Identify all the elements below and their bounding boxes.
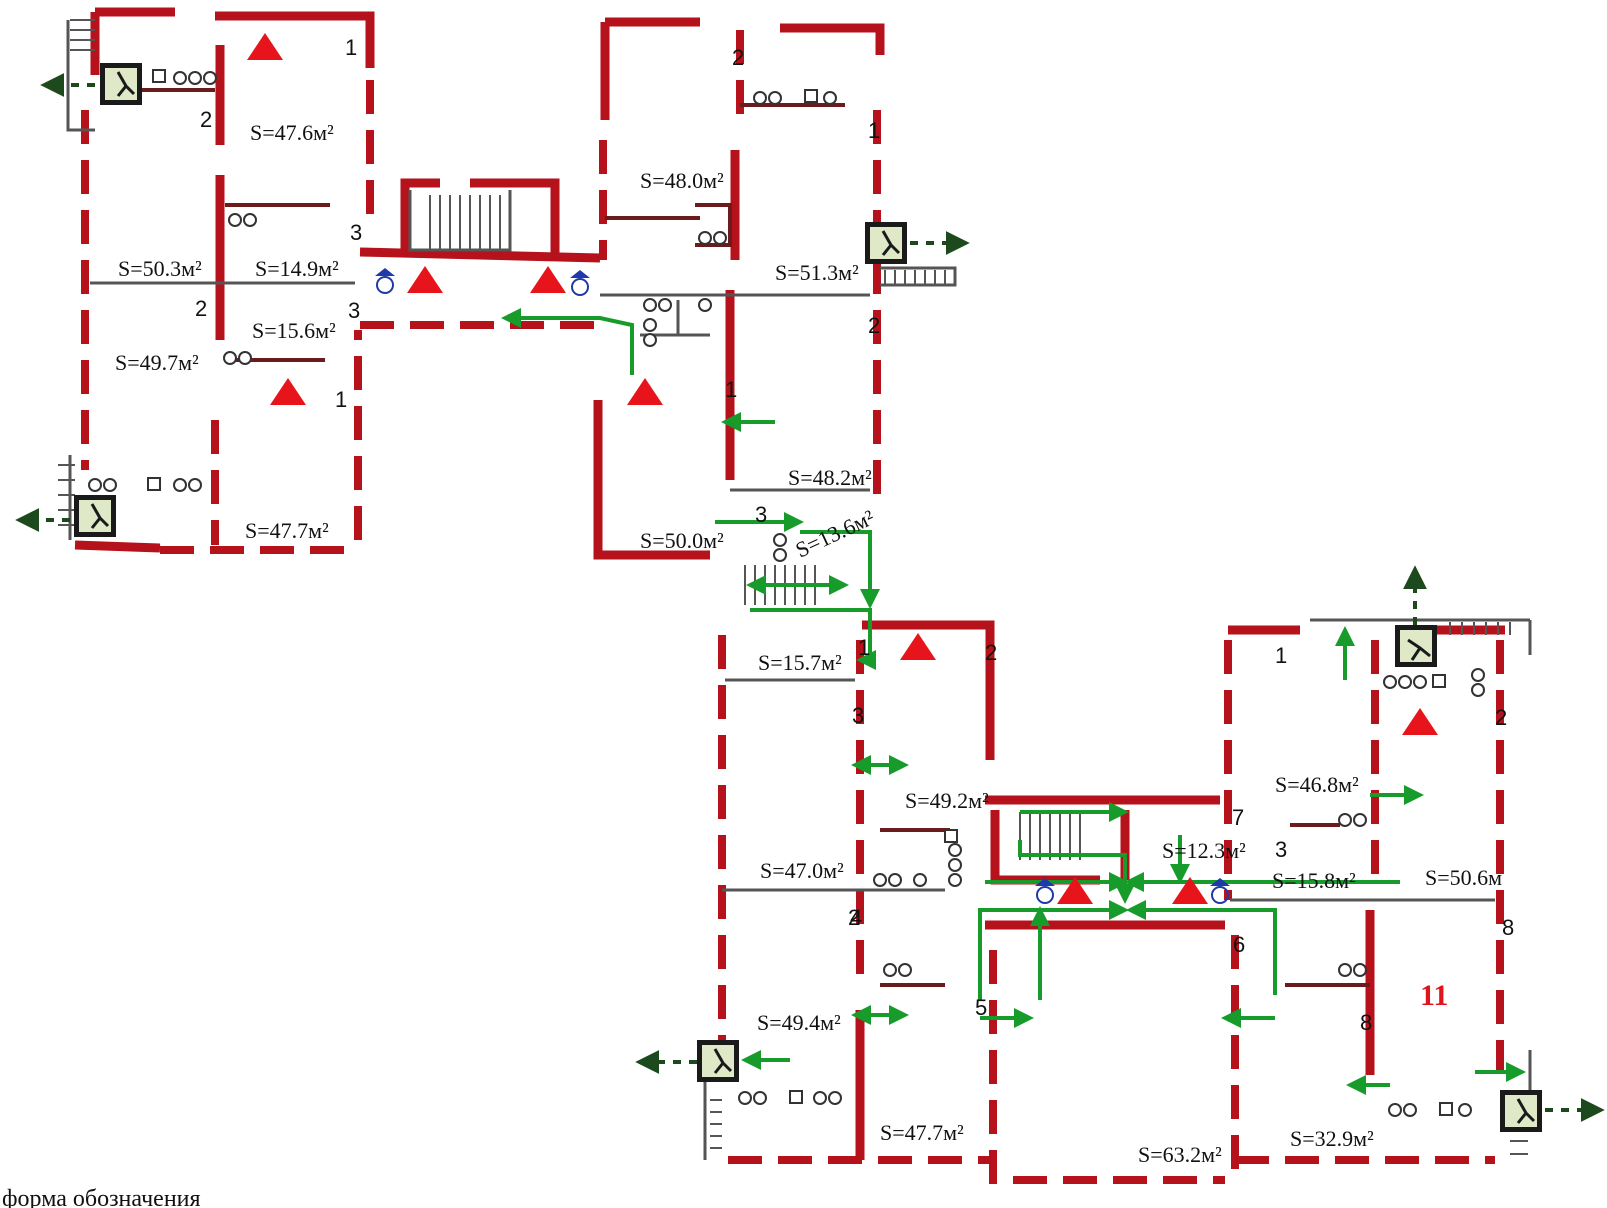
room-area: S=51.3м²	[775, 260, 859, 285]
exit-direction-arrows	[15, 73, 1605, 1122]
room-number: 1	[345, 35, 357, 60]
room-area: S=47.0м²	[760, 858, 844, 883]
room-area: S=15.8м²	[1272, 868, 1356, 893]
south-stairs	[710, 622, 1528, 1155]
room-number: 3	[348, 298, 360, 323]
evacuation-routes	[501, 308, 1526, 1095]
room-area: S=46.8м²	[1275, 772, 1359, 797]
room-area: S=50.3м²	[118, 256, 202, 281]
room-number: 2	[985, 640, 997, 665]
toilet-fixture-icon	[88, 69, 1485, 1117]
room-area: S=50.0м²	[640, 528, 724, 553]
room-number: 2	[1495, 705, 1507, 730]
room-number: 1	[858, 635, 870, 660]
room-number: 1	[1275, 643, 1287, 668]
room-area: S=47.7м²	[880, 1120, 964, 1145]
room-number: 1	[725, 377, 737, 402]
connector-stair	[429, 195, 501, 250]
room-number: 3	[350, 220, 362, 245]
room-number: 3	[755, 502, 767, 527]
caption: форма обозначения	[2, 1186, 201, 1208]
room-area: S=50.6м	[1425, 865, 1502, 890]
room-number: 3	[1275, 837, 1287, 862]
room-area: S=15.7м²	[758, 650, 842, 675]
highlight-label: 11	[1420, 979, 1448, 1012]
room-number: 3	[852, 703, 864, 728]
room-number: 5	[975, 995, 987, 1020]
fire-hydrant-icon	[375, 268, 1230, 904]
room-area: S=49.4м²	[757, 1010, 841, 1035]
room-area: S=12.3м²	[1162, 838, 1246, 863]
room-number: 7	[1232, 805, 1244, 830]
room-area: S=49.7м²	[115, 350, 199, 375]
room-number: 1	[868, 118, 880, 143]
room-area: S=48.0м²	[640, 168, 724, 193]
room-area: S=14.9м²	[255, 256, 339, 281]
room-area: S=47.6м²	[250, 120, 334, 145]
room-number: 8	[1502, 915, 1514, 940]
south-block-walls	[703, 618, 1532, 1184]
room-number: 2	[200, 107, 212, 132]
room-number: 6	[1233, 932, 1245, 957]
room-number: 8	[1360, 1010, 1372, 1035]
room-numbers: 1 2 2 3 3 2 1 2 1 1 2 3 3 1 2 1 2 7 3 4 …	[195, 35, 1514, 1035]
room-number: 1	[335, 387, 347, 412]
room-area-labels: S=47.6м² S=48.0м² S=50.3м² S=14.9м² S=51…	[115, 120, 1502, 1167]
room-number: 2	[868, 313, 880, 338]
room-area: S=48.2м²	[788, 465, 872, 490]
room-area: S=32.9м²	[1290, 1126, 1374, 1151]
room-area: S=49.2м²	[905, 788, 989, 813]
room-area: S=15.6м²	[252, 318, 336, 343]
room-area: S=63.2м²	[1138, 1142, 1222, 1167]
fire-extinguisher-icon	[247, 33, 1438, 904]
center-east-stair-frame	[880, 266, 957, 287]
room-number: 2	[732, 45, 744, 70]
center-block-walls	[593, 17, 885, 560]
west-stair-left	[58, 19, 95, 526]
room-number: 2	[195, 296, 207, 321]
room-area: S=47.7м²	[245, 518, 329, 543]
room-number: 4	[850, 905, 862, 930]
exit-sign-icon	[74, 63, 1542, 1132]
room-number: 2	[848, 905, 860, 930]
